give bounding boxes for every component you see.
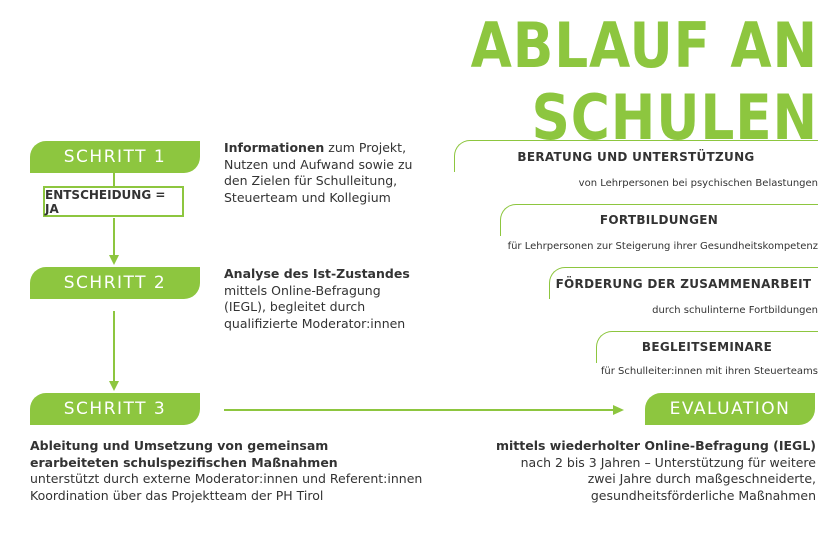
support-sub-seminars: für Schulleiter:innen mit ihren Steuerte…: [600, 366, 818, 377]
support-title-cooperation: FÖRDERUNG DER ZUSAMMENARBEIT: [555, 277, 812, 291]
step1-description: Informationen zum Projekt, Nutzen und Au…: [224, 140, 424, 206]
support-sub-training: für Lehrpersonen zur Steigerung ihrer Ge…: [507, 241, 818, 252]
step3-desc-bold1: Ableitung und Umsetzung von gemeinsam: [30, 438, 329, 453]
step1-desc-rest: zum Projekt,: [324, 140, 407, 155]
step2-description: Analyse des Ist-Zustandes mittels Online…: [224, 266, 424, 332]
support-title-counseling: BERATUNG UND UNTERSTÜTZUNG: [517, 150, 755, 164]
step1-desc-bold: Informationen: [224, 140, 325, 155]
arrow-head-step2: [109, 255, 119, 265]
decision-box: ENTSCHEIDUNG = JA: [43, 186, 184, 217]
step3-desc-bold2: erarbeiteten schulspezifischen Maßnahmen: [30, 454, 338, 470]
step2-pill: SCHRITT 2: [30, 267, 200, 299]
support-box-seminars: [596, 331, 818, 363]
page-title: ABLAUF AN SCHULEN: [470, 9, 818, 154]
step1-label: SCHRITT 1: [63, 147, 167, 167]
step3-desc-line4: Koordination über das Projektteam der PH…: [30, 487, 324, 503]
decision-label: ENTSCHEIDUNG = JA: [45, 187, 166, 216]
support-box-counseling: [454, 140, 818, 172]
support-sub-cooperation: durch schulinterne Fortbildungen: [652, 305, 818, 316]
step3-pill: SCHRITT 3: [30, 393, 200, 425]
support-title-training: FORTBILDUNGEN: [599, 213, 719, 227]
step3-desc-line3: unterstützt durch externe Moderator:inne…: [30, 471, 423, 486]
step3-label: SCHRITT 3: [63, 399, 167, 419]
step1-desc-line3: den Zielen für Schulleitung,: [224, 173, 398, 188]
evaluation-desc-line4: gesundheitsförderliche Maßnahmen: [590, 487, 816, 503]
step1-pill: SCHRITT 1: [30, 141, 200, 173]
evaluation-pill: EVALUATION: [645, 393, 815, 425]
step2-desc-line4: qualifizierte Moderator:innen: [224, 315, 406, 331]
support-box-cooperation: [549, 267, 818, 299]
evaluation-desc-line2: nach 2 bis 3 Jahren – Unterstützung für …: [520, 454, 816, 470]
step2-desc-line3: (IEGL), begleitet durch: [224, 299, 366, 314]
step2-label: SCHRITT 2: [63, 273, 167, 293]
step1-desc-line4: Steuerteam und Kollegium: [224, 189, 391, 205]
step1-desc-line2: Nutzen und Aufwand sowie zu: [224, 156, 413, 172]
support-sub-counseling: von Lehrpersonen bei psychischen Belastu…: [578, 178, 818, 189]
evaluation-description: mittels wiederholter Online-Befragung (I…: [460, 438, 816, 504]
step2-desc-bold: Analyse des Ist-Zustandes: [224, 266, 410, 281]
arrow-head-step3: [109, 381, 119, 391]
support-box-training: [500, 204, 818, 236]
support-title-seminars: BEGLEITSEMINARE: [641, 340, 773, 354]
step2-desc-line2: mittels Online-Befragung: [224, 282, 381, 298]
evaluation-desc-bold: mittels wiederholter Online-Befragung (I…: [495, 438, 816, 453]
step3-description: Ableitung und Umsetzung von gemeinsam er…: [30, 438, 430, 504]
arrow-head-evaluation: [613, 405, 624, 415]
evaluation-desc-line3: zwei Jahre durch maßgeschneiderte,: [587, 471, 816, 486]
evaluation-label: EVALUATION: [669, 399, 791, 419]
